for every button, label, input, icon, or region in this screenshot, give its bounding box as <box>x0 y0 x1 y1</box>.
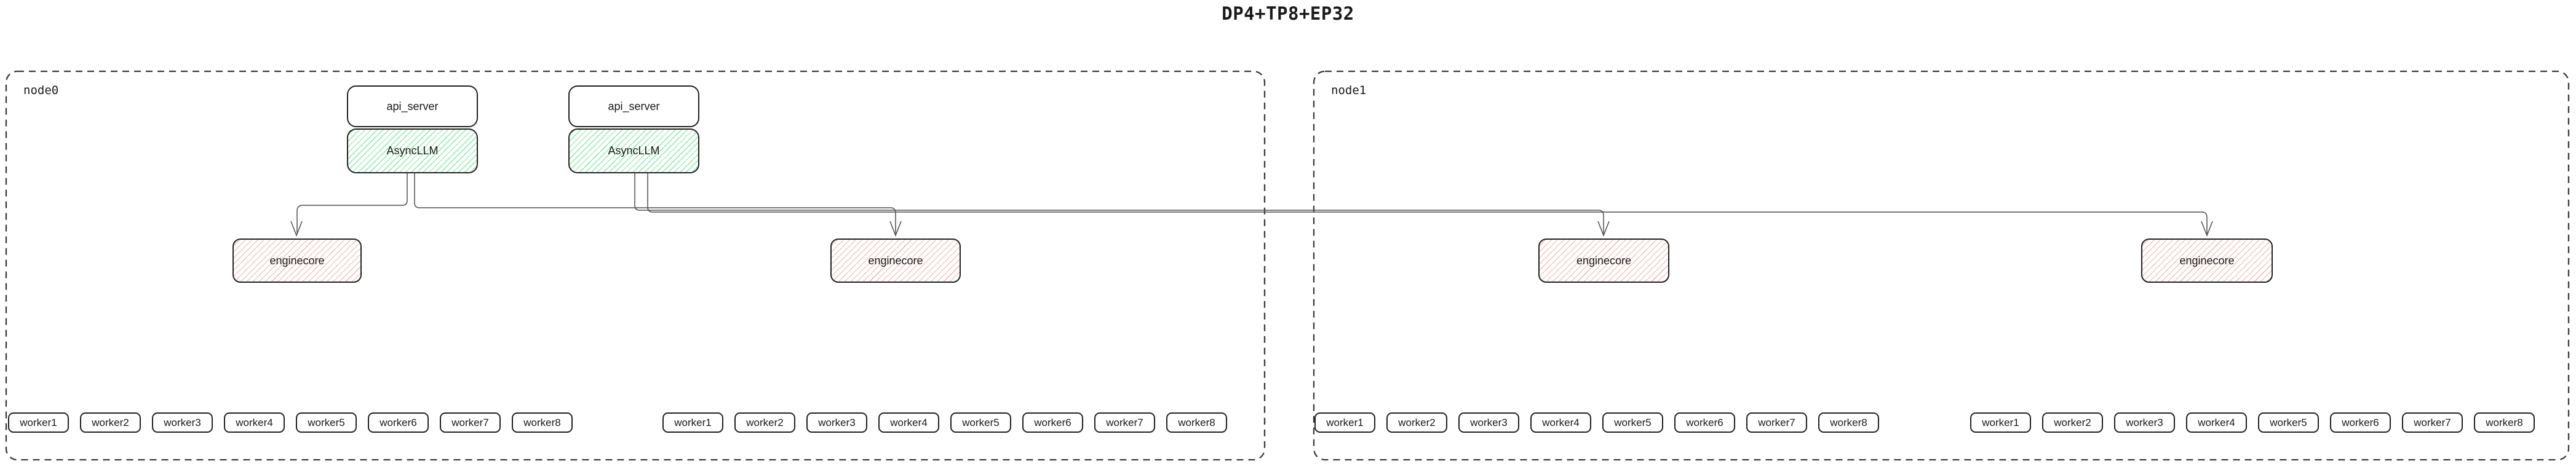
api-server-box-2: api_server <box>568 85 699 127</box>
worker-box: worker6 <box>1674 412 1735 433</box>
arrowhead-enginecore2 <box>889 221 902 237</box>
node1-label: node1 <box>1331 84 1367 97</box>
worker-group-node1-b: worker1 worker2 worker3 worker4 worker5 worke… <box>1970 412 2535 433</box>
worker-box: worker7 <box>1746 412 1807 433</box>
worker-box: worker2 <box>2042 412 2103 433</box>
worker-box: worker4 <box>878 412 939 433</box>
arrowhead-enginecore1 <box>290 221 303 237</box>
worker-box: worker7 <box>440 412 501 433</box>
worker-box: worker3 <box>806 412 867 433</box>
async-llm-box-2: AsyncLLM <box>568 128 699 173</box>
worker-box: worker2 <box>80 412 141 433</box>
worker-box: worker2 <box>1386 412 1447 433</box>
edge-asyncllm2-enginecore3 <box>634 173 1604 234</box>
worker-group-node1-a: worker1 worker2 worker3 worker4 worker5 worke… <box>1314 412 1879 433</box>
worker-box: worker5 <box>950 412 1011 433</box>
arrowhead-enginecore4 <box>2201 221 2213 237</box>
worker-box: worker6 <box>1022 412 1083 433</box>
worker-box: worker4 <box>1530 412 1591 433</box>
worker-box: worker5 <box>2258 412 2319 433</box>
worker-box: worker3 <box>152 412 213 433</box>
worker-box: worker2 <box>734 412 795 433</box>
engine-core-box-1: enginecore <box>233 238 362 283</box>
worker-box: worker8 <box>1818 412 1879 433</box>
worker-box: worker4 <box>224 412 285 433</box>
node0-container: node0 <box>6 71 1265 460</box>
worker-box: worker8 <box>1166 412 1227 433</box>
worker-box: worker1 <box>662 412 723 433</box>
node0-label: node0 <box>23 84 59 97</box>
worker-box: worker1 <box>8 412 69 433</box>
worker-group-node0-b: worker1 worker2 worker3 worker4 worker5 worke… <box>662 412 1227 433</box>
worker-box: worker6 <box>368 412 429 433</box>
worker-group-node0-a: worker1 worker2 worker3 worker4 worker5 worke… <box>8 412 573 433</box>
worker-box: worker3 <box>2114 412 2175 433</box>
api-server-box-1: api_server <box>347 85 478 127</box>
worker-box: worker8 <box>512 412 573 433</box>
worker-box: worker3 <box>1458 412 1519 433</box>
node1-dashed-border <box>1313 70 2570 461</box>
node0-dashed-border <box>5 70 1266 461</box>
engine-core-box-2: enginecore <box>830 238 961 283</box>
worker-box: worker8 <box>2474 412 2535 433</box>
node1-container: node1 <box>1314 71 2569 460</box>
edge-asyncllm2-enginecore4 <box>647 173 2208 234</box>
edge-asyncllm1-enginecore1 <box>296 173 408 234</box>
diagram-title: DP4+TP8+EP32 <box>1222 3 1354 24</box>
worker-box: worker1 <box>1970 412 2031 433</box>
engine-core-box-4: enginecore <box>2141 238 2273 283</box>
worker-box: worker7 <box>1094 412 1155 433</box>
arrowhead-enginecore3 <box>1597 221 1610 237</box>
edge-asyncllm1-enginecore2 <box>414 173 896 234</box>
worker-box: worker6 <box>2330 412 2391 433</box>
worker-box: worker4 <box>2186 412 2247 433</box>
worker-box: worker7 <box>2402 412 2463 433</box>
engine-core-box-3: enginecore <box>1538 238 1669 283</box>
worker-box: worker5 <box>296 412 357 433</box>
worker-box: worker1 <box>1314 412 1375 433</box>
async-llm-box-1: AsyncLLM <box>347 128 478 173</box>
worker-box: worker5 <box>1602 412 1663 433</box>
